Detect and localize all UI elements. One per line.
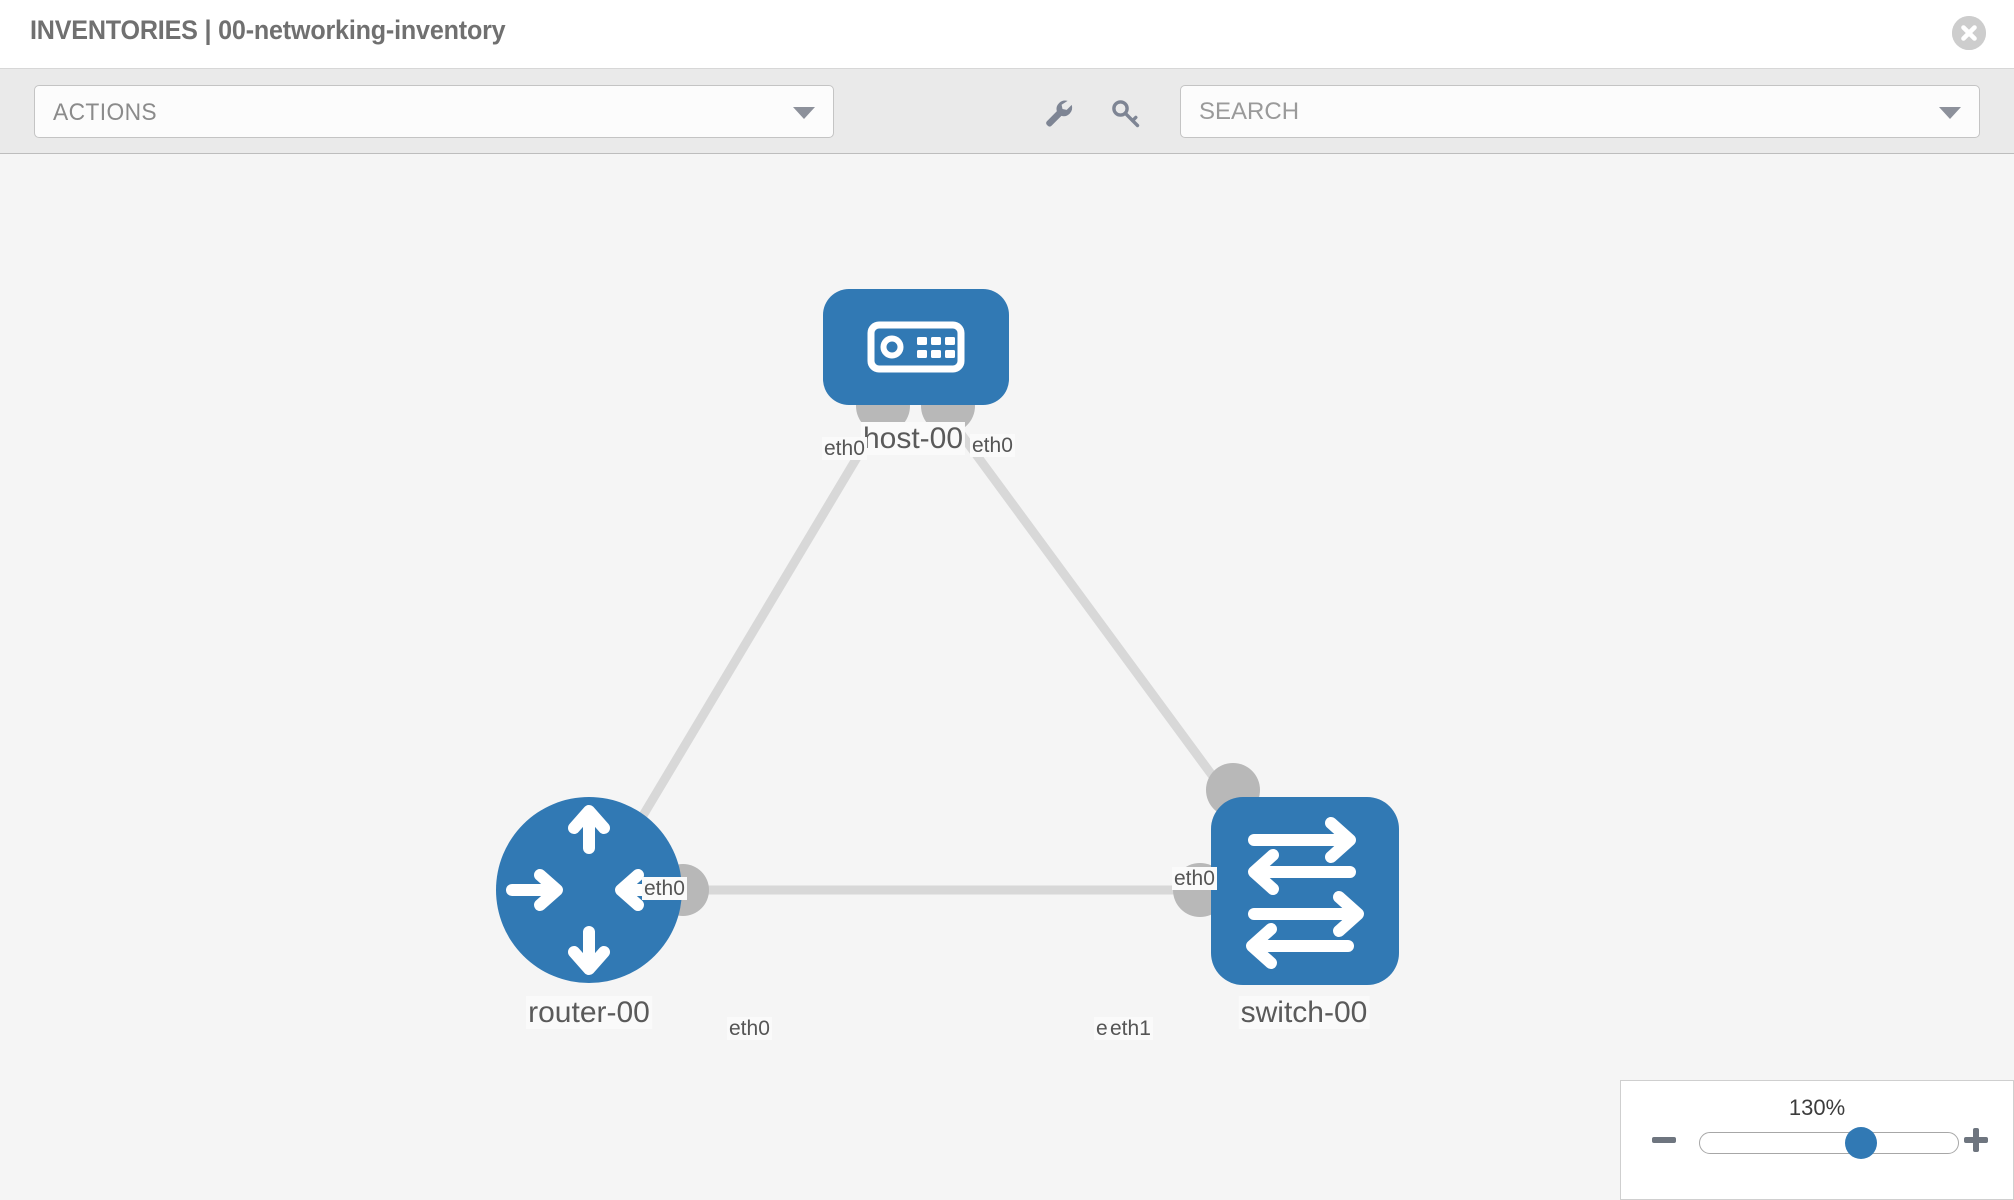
key-icon[interactable] (1108, 96, 1142, 130)
interface-label-router-eth0-uplink[interactable]: eth0 (642, 877, 687, 901)
toolbar: ACTIONS (0, 69, 2014, 154)
search-input[interactable] (1181, 86, 1979, 137)
chevron-down-icon[interactable] (1939, 107, 1961, 119)
interface-label-switch-eth1[interactable]: eth1 (1108, 1017, 1153, 1041)
chevron-down-icon (793, 107, 815, 119)
node-label-host-00[interactable]: host-00 (860, 422, 966, 455)
node-host-00[interactable] (823, 289, 1009, 405)
title-bar: INVENTORIES | 00-networking-inventory (0, 0, 2014, 69)
interface-label-router-eth0[interactable]: eth0 (727, 1017, 772, 1041)
node-router-00[interactable] (496, 797, 682, 983)
router-arrows-inward-icon (506, 805, 672, 975)
search-box[interactable] (1180, 85, 1980, 138)
zoom-control-panel: 130% (1620, 1080, 2014, 1200)
page-title: INVENTORIES | 00-networking-inventory (30, 15, 506, 45)
server-appliance-icon (867, 321, 965, 373)
node-switch-00[interactable] (1211, 797, 1399, 985)
zoom-out-button[interactable] (1649, 1125, 1679, 1155)
zoom-slider[interactable] (1699, 1127, 1959, 1159)
interface-label-switch-eth0-uplink[interactable]: eth0 (1172, 867, 1217, 891)
actions-dropdown-label: ACTIONS (53, 99, 158, 126)
switch-arrows-icon (1246, 817, 1364, 969)
actions-dropdown[interactable]: ACTIONS (34, 85, 834, 138)
link-host-router[interactable] (616, 416, 884, 857)
topology-graph (496, 289, 1399, 985)
zoom-in-button[interactable] (1961, 1125, 1991, 1155)
topology-links (616, 416, 1274, 895)
zoom-percent-label: 130% (1788, 1095, 1846, 1120)
wrench-icon[interactable] (1042, 96, 1076, 130)
topology-canvas[interactable]: host-00 router-00 switch-00 eth0 eth0 et… (0, 154, 2014, 1200)
node-label-switch-00[interactable]: switch-00 (1238, 996, 1370, 1029)
interface-label-host-eth0-left[interactable]: eth0 (822, 437, 867, 461)
interface-label-host-eth0-right[interactable]: eth0 (970, 434, 1015, 458)
zoom-slider-handle[interactable] (1845, 1127, 1878, 1159)
close-icon[interactable] (1952, 16, 1986, 50)
node-label-router-00[interactable]: router-00 (526, 996, 652, 1029)
